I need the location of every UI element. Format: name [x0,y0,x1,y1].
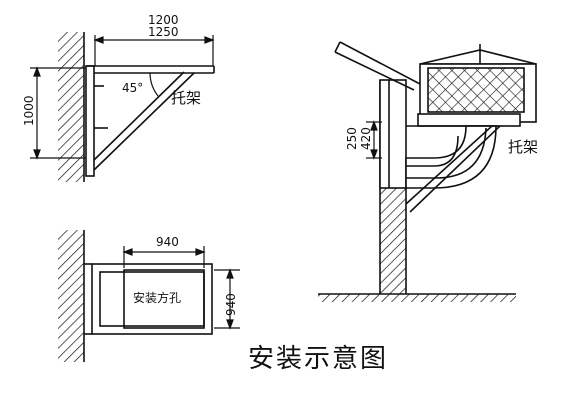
bracket-label-right: 托架 [508,138,538,156]
angle-arc [149,72,159,97]
wall-hatch [58,32,84,182]
dimension-lines-top [30,35,215,160]
dim-label-420: 420 [359,127,373,150]
mounting-hole [123,269,205,329]
bracket-label-left: 托架 [171,89,201,107]
cooler-pad-mesh [427,67,525,113]
bracket-elevation-view [58,32,215,182]
rain-cover-upper [339,41,421,85]
dim-label-1200: 1200 [148,13,179,27]
support-bracket-brace [409,125,501,213]
diagram-title: 安装示意图 [248,344,389,374]
dim-label-1000: 1000 [22,95,36,126]
dimension-lines-plan [122,246,240,330]
wall-hatch-lower [58,230,84,362]
dim-label-250: 250 [345,127,359,150]
bracket-diagonal-brace [93,71,185,161]
ground-hatch [318,294,516,302]
side-view [318,41,537,302]
air-duct-elbow [405,125,497,189]
wall-opening-frame [379,79,407,189]
angle-label: 45° [122,81,143,95]
bracket-wall-plate [85,65,95,177]
cooler-roof [419,49,537,65]
dim-label-940-height: 940 [224,293,238,316]
dim-label-940-width: 940 [156,235,179,249]
dimension-lines-side [366,120,382,160]
plan-view [58,230,213,362]
cooler-base [417,113,521,127]
dim-label-1250: 1250 [148,25,179,39]
mounting-frame-outer [91,263,213,335]
mounting-hole-label: 安装方孔 [133,290,181,305]
side-wall-hatch [380,188,406,294]
